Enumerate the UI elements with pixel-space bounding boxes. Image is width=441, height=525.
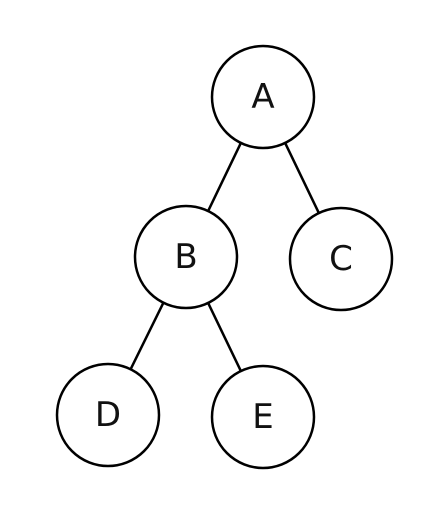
edge-b-e	[206, 301, 243, 373]
node-label-d: D	[95, 395, 121, 435]
tree-node-b: B	[133, 204, 239, 310]
node-label-a: A	[251, 77, 274, 117]
node-label-e: E	[252, 397, 273, 437]
tree-node-c: C	[288, 206, 394, 312]
edge-b-d	[129, 301, 165, 371]
edge-a-c	[283, 141, 321, 215]
node-label-b: B	[174, 237, 197, 277]
tree-node-e: E	[210, 364, 316, 470]
node-circle-b	[133, 204, 239, 310]
node-circle-e	[210, 364, 316, 470]
nodes-layer: A B C D E	[55, 44, 394, 470]
node-circle-a	[210, 44, 316, 150]
node-circle-d	[55, 362, 161, 468]
edge-a-b	[206, 141, 243, 213]
edges-layer	[129, 141, 321, 373]
node-circle-c	[288, 206, 394, 312]
tree-node-d: D	[55, 362, 161, 468]
tree-node-a: A	[210, 44, 316, 150]
node-label-c: C	[329, 239, 353, 279]
